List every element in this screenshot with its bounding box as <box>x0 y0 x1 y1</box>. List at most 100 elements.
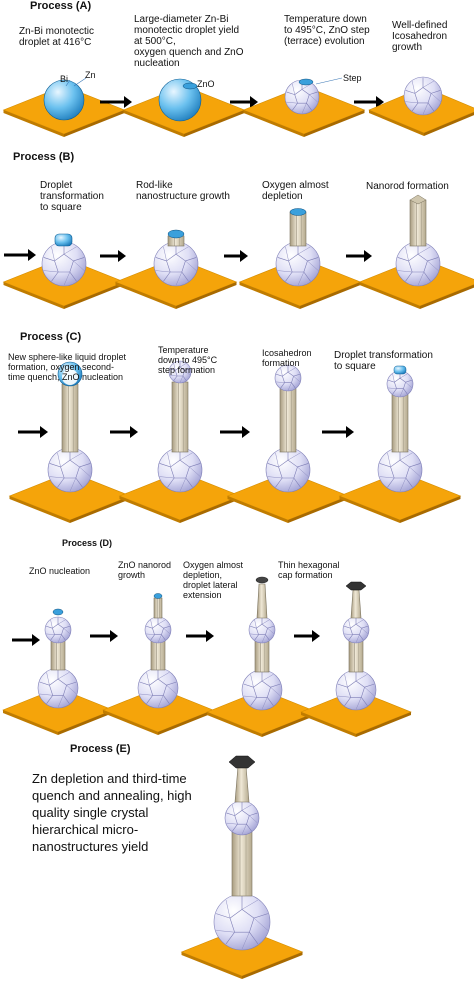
process-d-step3-label: Oxygen almost depletion, droplet lateral… <box>183 560 244 600</box>
d2-top-icosahedron-facet-edge <box>145 625 153 629</box>
e1-top-icosahedron-facet-edge <box>226 812 235 816</box>
d4-substrate-edge-left <box>301 712 356 737</box>
d3-rod <box>254 639 270 673</box>
process-c-title: Process (C) <box>20 331 82 343</box>
process-e-title: Process (E) <box>70 743 131 755</box>
d4-top-icosahedron-facet-edge <box>355 619 364 625</box>
d2-top-icosahedron-facet-edge <box>161 634 166 641</box>
c4-icosahedron-facet-center <box>390 459 410 479</box>
c4-icosahedron-facet-edge <box>399 477 407 492</box>
process-c-step4-label: Droplet transformation to square <box>334 350 433 372</box>
e1-icosahedron-facet-edge <box>241 932 250 950</box>
c2-step-cluster-facet-edge <box>179 363 187 368</box>
c3-icosahedron-facet-edge <box>287 452 301 461</box>
b3-icosahedron-facet-edge <box>277 270 293 273</box>
a4-icosahedron-facet-edge <box>411 81 416 94</box>
c4-top-icosahedron-facet-edge <box>405 382 413 389</box>
b4-nanorod-top <box>409 194 427 205</box>
a3-icosahedron-facet-edge <box>286 91 295 95</box>
b2-icosahedron-facet-edge <box>163 246 167 261</box>
b1-substrate-edge-left <box>3 282 64 309</box>
d2-substrate-edge-left <box>103 710 158 735</box>
c2-step-cluster <box>168 360 192 384</box>
b-arrow-2-head <box>240 250 248 262</box>
d3-icosahedron-facet-edge <box>250 674 254 688</box>
c4-square-droplet <box>393 365 407 375</box>
d3-droplet <box>255 576 269 584</box>
d2-substrate-edge-right <box>158 710 213 735</box>
d4-top-icosahedron-facet-edge <box>343 625 351 629</box>
c4-icosahedron <box>377 447 423 493</box>
b4-icosahedron <box>395 241 441 287</box>
e1-icosahedron-facet-center <box>229 909 255 933</box>
c3-icosahedron <box>265 447 311 493</box>
c3-icosahedron-facet-edge <box>293 477 301 488</box>
c2-icosahedron-facet-edge <box>159 476 175 479</box>
a4-icosahedron-facet-edge <box>430 93 441 102</box>
d1-top-icosahedron-facet-center <box>52 623 64 636</box>
c2-icosahedron-facet-edge <box>185 477 193 488</box>
a1-substrate-edge-left <box>3 110 64 137</box>
e1-hexagonal-cap <box>228 755 256 769</box>
c2-icosahedron-facet-center <box>170 459 190 479</box>
c2-step-cluster-facet-edge <box>169 368 176 371</box>
b3-substrate-edge-right <box>300 282 361 309</box>
d4-icosahedron-facet-center <box>347 680 365 698</box>
c3-top-icosahedron <box>274 364 302 392</box>
a4-icosahedron-facet-edge <box>422 102 429 115</box>
d2-top-icosahedron-facet-edge <box>157 634 162 643</box>
c4-top-icosahedron <box>386 370 414 398</box>
e1-top-icosahedron-facet-edge <box>232 804 235 816</box>
b4-icosahedron-facet-edge <box>405 271 413 282</box>
e1-icosahedron-facet-edge <box>225 899 231 919</box>
b4-icosahedron-facet-edge <box>397 270 413 273</box>
d3-icosahedron-facet-edge <box>261 674 274 682</box>
b1-icosahedron-facet-edge <box>43 257 55 262</box>
d1-top-icosahedron-facet-edge <box>57 619 66 625</box>
process-c-step1-label: New sphere-like liquid droplet formation… <box>8 352 127 382</box>
a4-icosahedron-facet-edge <box>405 90 415 94</box>
a3-icosahedron-facet-edge <box>286 101 298 104</box>
d1-top-icosahedron-facet-edge <box>63 628 71 635</box>
b1-icosahedron-facet-edge <box>43 270 59 273</box>
c3-top-icosahedron-facet-edge <box>275 373 283 377</box>
c4-top-icosahedron-facet-center <box>394 377 406 390</box>
c3-icosahedron-facet-edge <box>267 463 279 468</box>
c-arrow-0-head <box>40 426 48 438</box>
b2-icosahedron-facet-edge <box>185 257 197 262</box>
c2-step-cluster-facet-edge <box>184 370 191 376</box>
d2-icosahedron-facet-edge <box>157 672 170 680</box>
c1-droplet-highlight <box>62 369 78 385</box>
c3-top-icosahedron-facet-edge <box>291 382 296 389</box>
c2-icosahedron-facet-edge <box>189 463 201 468</box>
a4-icosahedron <box>403 76 443 116</box>
c3-substrate-edge-left <box>227 496 288 523</box>
d2-top-icosahedron <box>144 616 172 644</box>
d3-icosahedron <box>241 669 283 711</box>
d1-top-icosahedron-facet-edge <box>50 619 53 629</box>
a2-droplet <box>158 78 202 122</box>
process-a-title: Process (A) <box>30 0 92 12</box>
c-arrow-2-head <box>242 426 250 438</box>
d4-icosahedron-facet-edge <box>344 697 351 706</box>
d3-top-icosahedron-facet-edge <box>265 634 270 641</box>
a3-icosahedron-facet-center <box>294 88 310 104</box>
a-arrow-3-head <box>376 96 384 108</box>
c1-icosahedron-facet-edge <box>69 477 77 492</box>
b2-icosahedron-facet-edge <box>185 260 197 271</box>
c4-rod <box>391 391 409 453</box>
e1-icosahedron-facet-edge <box>253 913 268 919</box>
d1-top-icosahedron-facet-edge <box>45 633 55 635</box>
e1-icosahedron-facet-edge <box>241 899 259 910</box>
d2-nanorod <box>153 597 163 619</box>
d2-rod <box>150 639 166 671</box>
c3-icosahedron-facet-edge <box>275 477 283 488</box>
c4-icosahedron-facet-edge <box>379 463 391 468</box>
d1-icosahedron-facet-edge <box>57 695 64 708</box>
e1-top-icosahedron-facet-edge <box>232 824 238 832</box>
d2-top-icosahedron-facet-edge <box>163 625 171 629</box>
process-d-title: Process (D) <box>62 538 113 548</box>
d1-icosahedron-facet-edge <box>39 693 53 696</box>
b2-substrate-edge-right <box>176 282 237 309</box>
c4-top-icosahedron-facet-edge <box>392 373 395 383</box>
